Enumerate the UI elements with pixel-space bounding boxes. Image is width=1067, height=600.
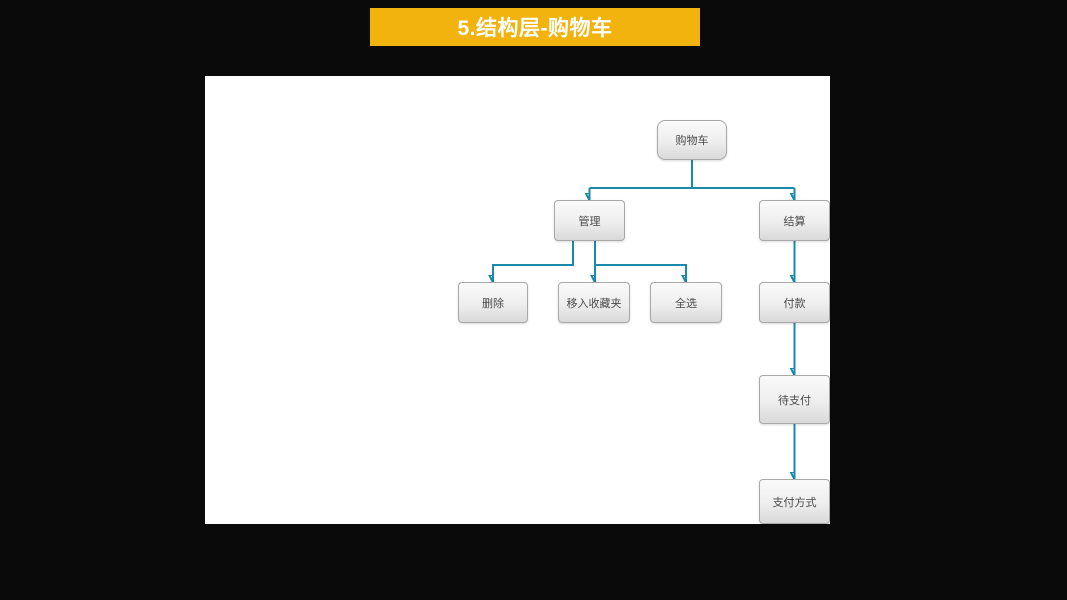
node-checkout-label: 结算 [783,215,806,228]
diagram-canvas: 购物车 管理 结算 删除 移入收藏夹 全选 付款 待支付 支付方式 [205,76,830,524]
node-manage-label: 管理 [578,215,601,228]
slide-title: 5.结构层-购物车 [457,17,613,40]
connector-manage-to-delete [493,241,574,282]
node-payment-method-label: 支付方式 [772,496,817,509]
node-cart-label: 购物车 [675,135,709,147]
node-pending-payment: 待支付 [759,375,830,424]
connector-manage-to-selectall [594,241,687,282]
node-delete-label: 删除 [482,297,504,310]
node-pay: 付款 [759,282,830,323]
node-move-to-favorites: 移入收藏夹 [558,282,630,323]
node-select-all-label: 全选 [675,297,697,310]
node-select-all: 全选 [650,282,722,323]
node-payment-method: 支付方式 [759,479,830,524]
slide-title-bar: 5.结构层-购物车 [370,8,700,46]
node-pay-label: 付款 [783,297,806,310]
node-pending-payment-label: 待支付 [778,394,811,407]
node-checkout: 结算 [759,200,830,241]
node-cart: 购物车 [657,120,727,160]
node-delete: 删除 [458,282,528,323]
node-move-to-favorites-label: 移入收藏夹 [566,297,622,310]
node-manage: 管理 [554,200,625,241]
